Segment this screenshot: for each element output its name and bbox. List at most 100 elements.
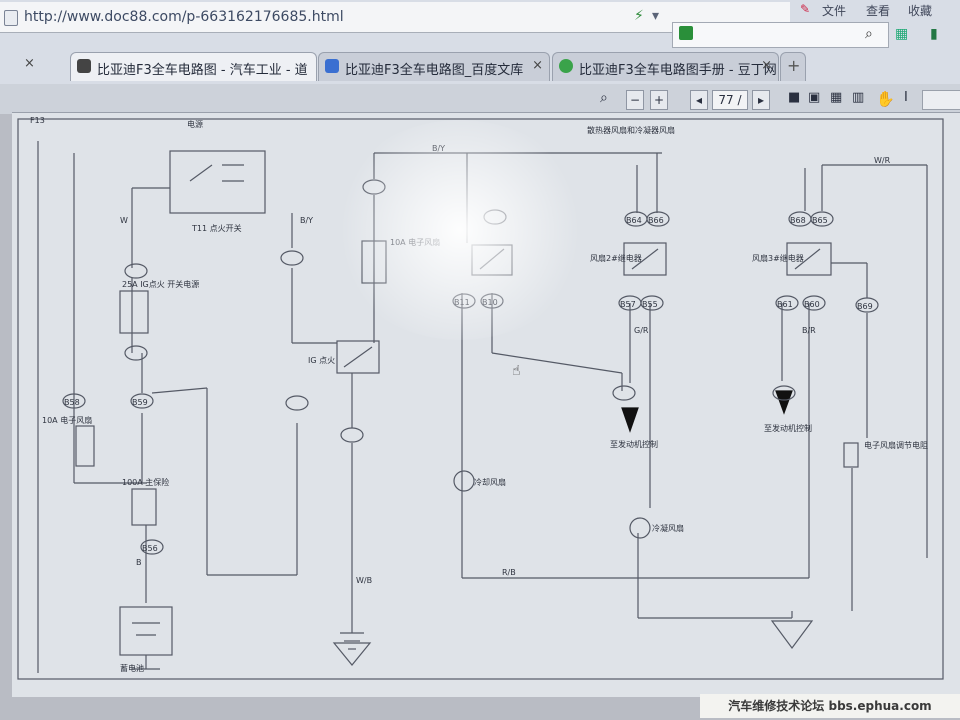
tab-label: 比亚迪F3全车电路图 - 汽车工业 - 道 [97,63,308,78]
connector-b58: B58 [64,398,80,407]
resistor-label: 电子风扇调节电阻 [864,440,928,450]
fuse-10a-left-label: 10A 电子风扇 [42,415,92,425]
tab-label: 比亚迪F3全车电路图手册 - 豆丁网 [579,63,777,78]
plus-icon: + [787,56,801,75]
ignition-switch-box [169,150,266,214]
doc-icon [77,59,91,73]
search-input[interactable] [672,22,889,48]
close-icon[interactable]: × [532,58,543,73]
fan-relay-2 [623,242,667,276]
connector-b61: B61 [777,300,793,309]
battery-label: 蓄电池 [120,663,144,673]
wire-label-9: B [136,558,142,567]
connector-b66: B66 [648,216,664,225]
ignition-switch-label: T11 点火开关 [191,223,242,233]
page-label: F13 [30,116,45,125]
tab-active[interactable]: 比亚迪F3全车电路图 - 汽车工业 - 道 [70,52,317,81]
zoom-out-button[interactable]: − [626,90,644,110]
menu-view[interactable]: 查看 [866,4,891,18]
menu-favorites[interactable]: 收藏 [908,4,933,18]
fuse-100a [131,488,157,526]
wire-label-2: B/Y [300,216,313,225]
prev-page-button[interactable]: ◂ [690,90,708,110]
close-icon[interactable]: × [24,56,35,71]
wire-label-1: B/Y [432,144,445,153]
tab-label: 比亚迪F3全车电路图_百度文库 [345,63,524,78]
fan-relay-3-label: 风扇3#继电器 [752,253,804,263]
ground-symbol-right [770,620,814,650]
wiring-diagram: F13 电源 散热器风扇和冷凝器风扇 T11 点火开关 IG 点火 风扇2#继电… [17,116,944,680]
apps-icon[interactable]: ▦ [895,26,909,42]
menu-icon[interactable]: ✎ [800,2,811,16]
connector-b11: B11 [454,298,470,307]
single-page-icon[interactable]: ■ [788,90,801,105]
zoom-in-button[interactable]: + [650,90,668,110]
connector-b56: B56 [142,544,158,553]
fuse-10a-left [75,425,95,467]
ecu-label-2: 至发动机控制 [764,423,812,433]
wire-label-4: W/B [356,576,372,585]
title-power: 电源 [187,119,203,129]
viewer-toolbar: ⌕ − + ◂ 77 / 88 ▸ ■ ▣ ▦ ▥ ✋ I [0,84,960,125]
tab-docin[interactable]: 比亚迪F3全车电路图手册 - 豆丁网 × [552,52,779,81]
fan-relay-2-label: 风扇2#继电器 [590,253,642,263]
ground-symbol-mid [332,642,372,666]
connector-b68: B68 [790,216,806,225]
grid-view-icon[interactable]: ▦ [830,90,843,105]
browser-chrome: http://www.doc88.com/p-663162176685.html… [0,0,960,100]
thumbnails-icon[interactable]: ▥ [852,90,865,105]
condenser-fan-motor [629,517,651,539]
address-bar[interactable]: http://www.doc88.com/p-663162176685.html… [0,2,790,33]
fan-relay-3 [786,242,832,276]
fuse-100a-label: 100A 主保险 [122,477,169,487]
dropdown-icon[interactable]: ▾ [652,8,660,24]
search-engine-icon[interactable] [679,26,693,40]
watermark: 汽车维修技术论坛 bbs.ephua.com [700,694,960,718]
search-icon[interactable]: ⌕ [865,26,873,42]
viewer-search-input[interactable] [922,90,960,110]
menu-file[interactable]: 文件 [822,4,847,18]
zoom-icon[interactable]: ⌕ [600,90,608,106]
close-icon[interactable]: × [761,58,772,73]
connector-b55: B55 [642,300,658,309]
connector-b59: B59 [132,398,148,407]
paw-icon [325,59,339,73]
next-page-button[interactable]: ▸ [752,90,770,110]
cooling-fan-label: 冷却风扇 [474,477,506,487]
wire-label-3: W/R [874,156,891,165]
wire-label-6: G/R [634,326,649,335]
url-text[interactable]: http://www.doc88.com/p-663162176685.html [24,9,344,25]
fuse-25a [119,290,149,334]
connector-b69: B69 [857,302,873,311]
page-indicator[interactable]: 77 / 88 [712,90,748,125]
battery-box [119,606,173,656]
connector-b10: B10 [482,298,498,307]
lightning-icon[interactable]: ⚡ [634,8,644,24]
condenser-fan-label: 冷凝风扇 [652,523,684,533]
connector-b64: B64 [626,216,642,225]
tab-baidu[interactable]: 比亚迪F3全车电路图_百度文库 × [318,52,550,81]
fuse-10a-fan-label: 10A 电子风扇 [390,237,440,247]
wire-label-8: W [120,216,128,225]
docin-icon [559,59,573,73]
fan-relay-1 [471,244,513,276]
hand-tool-icon[interactable]: ✋ [876,90,895,108]
double-page-icon[interactable]: ▣ [808,90,821,105]
document-page: F13 电源 散热器风扇和冷凝器风扇 T11 点火开关 IG 点火 风扇2#继电… [12,112,960,697]
connector-b57: B57 [620,300,636,309]
title-fans: 散热器风扇和冷凝器风扇 [587,125,675,135]
ig-relay-label: IG 点火 [308,356,335,365]
ig-relay-box [336,340,380,374]
fuse-25a-label: 25A IG点火 开关电源 [122,279,199,289]
ecu-label-1: 至发动机控制 [610,439,658,449]
diagram-frame [17,118,944,680]
menu-bar: ✎ 文件 查看 收藏 [790,0,960,22]
cooling-fan-motor [453,470,475,492]
fan-resistor [843,442,859,468]
text-select-icon[interactable]: I [904,90,908,105]
connector-b65: B65 [812,216,828,225]
wire-label-7: B/R [802,326,816,335]
new-tab-button[interactable]: + [780,52,806,81]
connector-b60: B60 [804,300,820,309]
bookmark-icon[interactable]: ▮ [930,26,938,42]
